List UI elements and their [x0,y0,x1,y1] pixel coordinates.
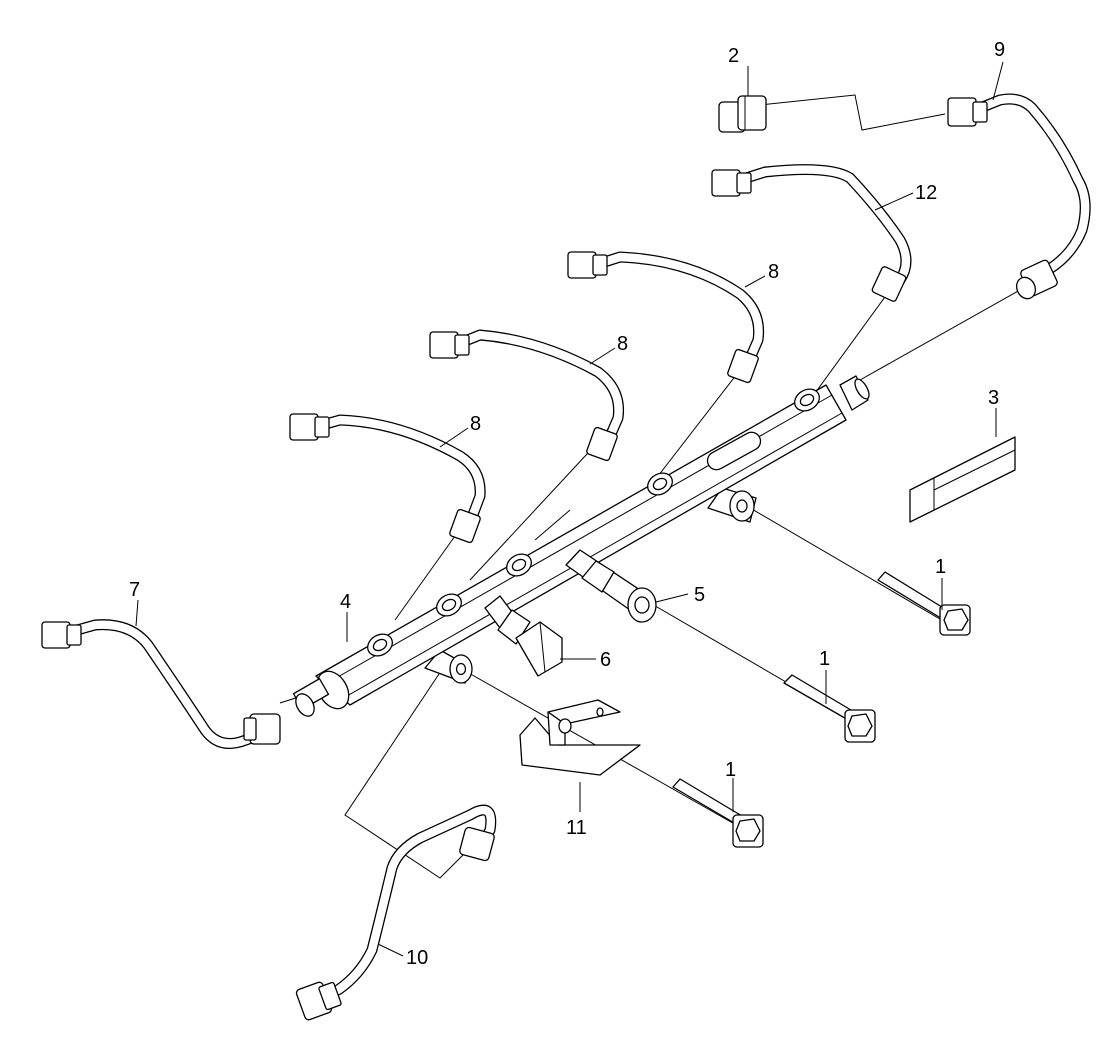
pressure-relief-valve [565,549,657,623]
bolt-1-bottom [672,778,764,848]
injector-pipe-3 [567,251,765,384]
callout-1-bottom: 1 [725,759,736,781]
rail-bracket-left-hole [455,662,467,676]
callout-8-middle: 8 [617,333,628,355]
fitting-2 [718,95,767,133]
callout-3: 3 [988,387,999,409]
rail-bracket-right-hole [736,499,748,513]
callout-8-top: 8 [768,261,779,283]
bolt-1-right [877,571,971,636]
callout-labels: 2 9 12 8 8 8 3 7 4 5 6 1 1 1 11 10 [129,39,1005,969]
callout-10: 10 [406,947,428,969]
callout-1-middle: 1 [819,648,830,670]
callout-leaders [135,61,1004,957]
injector-pipe-1 [289,413,486,544]
pipe-10 [295,804,497,1021]
callout-9: 9 [994,39,1005,61]
callout-1-right: 1 [935,556,946,578]
rail-label-slot [706,431,762,471]
callout-4: 4 [340,591,351,613]
callout-7: 7 [129,579,140,601]
injector-pipe-2 [429,329,625,462]
fuel-rail [315,375,870,710]
supply-pipe-9 [947,93,1091,300]
bolt-1-middle [783,674,876,743]
injector-pipe-12 [711,164,912,302]
callout-5: 5 [694,584,705,606]
callout-12: 12 [915,182,937,204]
label-sticker-3 [909,436,1016,523]
callout-8-left: 8 [470,413,481,435]
bracket-11 [519,699,641,776]
rail-inlet-fitting [292,678,330,717]
callout-11: 11 [566,817,587,839]
callout-2: 2 [728,45,739,67]
pipe-7 [41,619,281,749]
assembly-lines [279,94,1021,879]
rail-end-plug [839,375,869,411]
callout-6: 6 [600,649,611,671]
pressure-sensor [484,595,563,677]
